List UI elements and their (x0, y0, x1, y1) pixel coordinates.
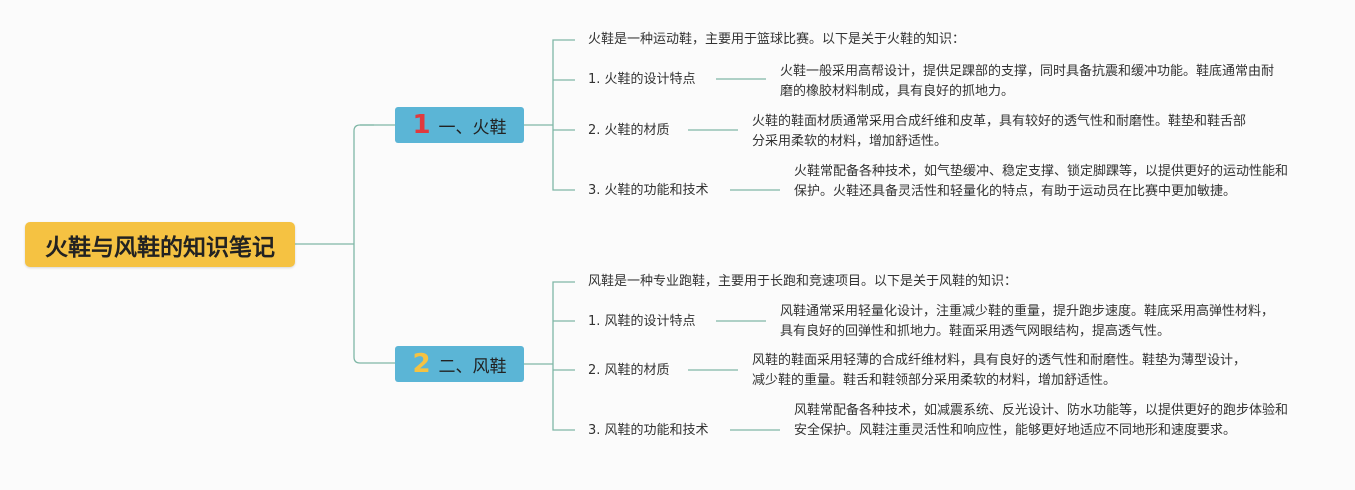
branch-intro[interactable]: 风鞋是一种专业跑鞋，主要用于长跑和竞速项目。以下是关于风鞋的知识： (588, 274, 1018, 289)
topic-detail[interactable]: 火鞋一般采用高帮设计，提供足踝部的支撑，同时具备抗震和缓冲功能。鞋底通常由耐磨的… (780, 64, 1275, 99)
topic-detail[interactable]: 风鞋的鞋面采用轻薄的合成纤维材料，具有良好的透气性和耐磨性。鞋垫为薄型设计，减少… (752, 353, 1247, 388)
branch-wind-shoes[interactable]: 2 二、风鞋 (395, 346, 524, 382)
topic-detail[interactable]: 火鞋常配备各种技术，如气垫缓冲、稳定支撑、锁定脚踝等，以提供更好的运动性能和保护… (794, 164, 1289, 199)
topic-title[interactable]: 1. 火鞋的设计特点 (588, 72, 696, 87)
topic-title[interactable]: 2. 火鞋的材质 (588, 123, 670, 138)
topic-detail[interactable]: 风鞋常配备各种技术，如减震系统、反光设计、防水功能等，以提供更好的跑步体验和安全… (794, 403, 1289, 438)
topic-title[interactable]: 3. 风鞋的功能和技术 (588, 423, 709, 438)
topic-title[interactable]: 3. 火鞋的功能和技术 (588, 183, 709, 198)
branch-intro[interactable]: 火鞋是一种运动鞋，主要用于篮球比赛。以下是关于火鞋的知识： (588, 32, 966, 47)
root-topic[interactable]: 火鞋与风鞋的知识笔记 (25, 222, 295, 267)
topic-title[interactable]: 2. 风鞋的材质 (588, 363, 670, 378)
topic-title[interactable]: 1. 风鞋的设计特点 (588, 314, 696, 329)
topic-detail[interactable]: 火鞋的鞋面材质通常采用合成纤维和皮革，具有较好的透气性和耐磨性。鞋垫和鞋舌部分采… (752, 114, 1247, 149)
branch-number-badge: 1 (412, 110, 431, 140)
branch-label: 一、火鞋 (438, 117, 507, 138)
branch-fire-shoes[interactable]: 1 一、火鞋 (395, 107, 524, 143)
root-title: 火鞋与风鞋的知识笔记 (45, 234, 275, 261)
branch-number-badge: 2 (412, 349, 431, 379)
topic-detail[interactable]: 风鞋通常采用轻量化设计，注重减少鞋的重量，提升跑步速度。鞋底采用高弹性材料，具有… (780, 304, 1275, 339)
branch-label: 二、风鞋 (438, 356, 507, 377)
